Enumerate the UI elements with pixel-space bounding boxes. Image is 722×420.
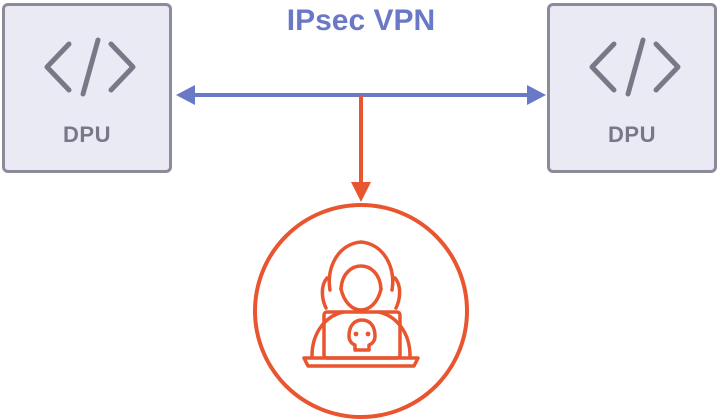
dpu-node-right: DPU <box>547 3 717 173</box>
dpu-node-left: DPU <box>2 3 172 173</box>
code-icon <box>44 37 136 97</box>
hacker-icon <box>302 240 420 368</box>
dpu-label-left: DPU <box>63 122 111 147</box>
code-icon <box>589 37 681 97</box>
diagram-title: IPsec VPN <box>286 4 436 37</box>
dpu-label-right: DPU <box>608 122 656 147</box>
intercept-arrow <box>351 95 371 202</box>
attacker-node <box>253 203 469 419</box>
